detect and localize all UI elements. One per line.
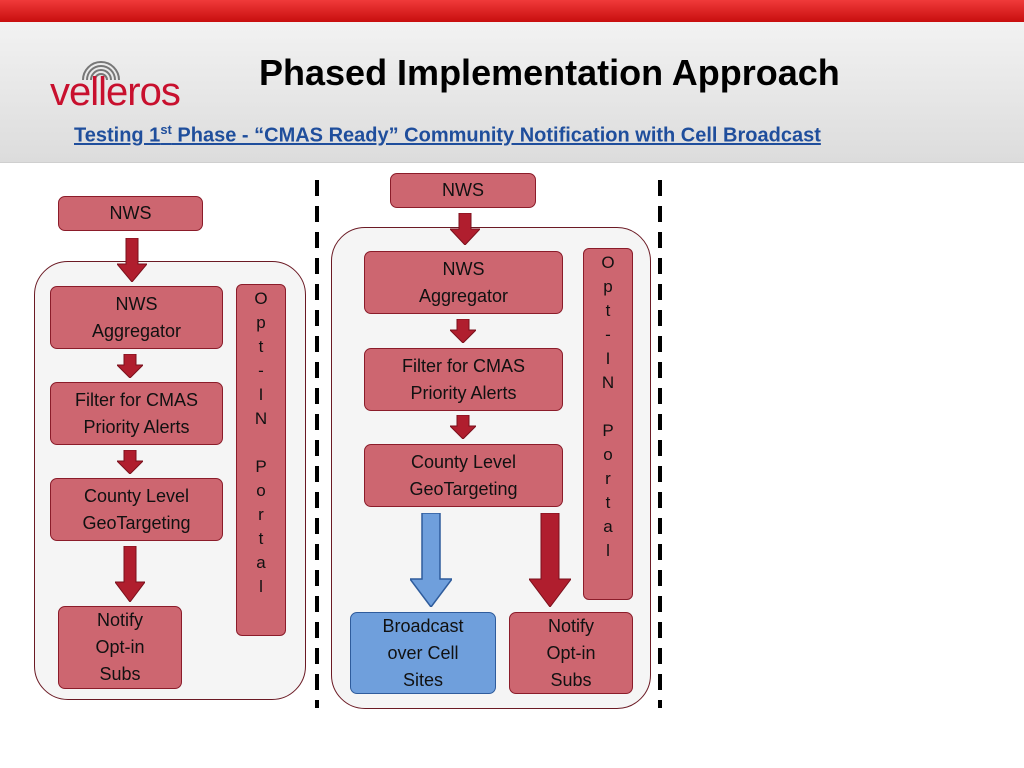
- right-filter-box: Filter for CMAS Priority Alerts: [364, 348, 563, 411]
- portal-letter: N: [601, 373, 615, 392]
- portal-letter: P: [602, 421, 614, 440]
- portal-letter: t: [605, 493, 611, 512]
- portal-letter: I: [258, 385, 264, 404]
- left-arrow-filter-to-geotarget: [117, 450, 143, 474]
- top-red-bar: [0, 0, 1024, 22]
- portal-letter: o: [603, 445, 613, 464]
- portal-letter: r: [605, 469, 611, 488]
- right-arrow-nws-to-aggregator: [450, 213, 480, 245]
- portal-letter: P: [255, 457, 267, 476]
- right-arrow-aggregator-to-filter: [450, 319, 476, 343]
- subtitle-prefix: Testing 1: [74, 124, 161, 147]
- right-aggregator-box: NWS Aggregator: [364, 251, 563, 314]
- portal-letter: l: [259, 577, 263, 596]
- left-arrow-nws-to-aggregator: [117, 238, 147, 282]
- portal-letter: I: [605, 349, 611, 368]
- left-arrow-aggregator-to-filter: [117, 354, 143, 378]
- portal-letter: o: [256, 481, 266, 500]
- portal-letter: O: [601, 253, 615, 272]
- right-nws-box: NWS: [390, 173, 536, 208]
- right-geotarget-box: County Level GeoTargeting: [364, 444, 563, 507]
- portal-letter: p: [603, 277, 613, 296]
- portal-letter: O: [254, 289, 268, 308]
- subtitle-suffix: Phase - “CMAS Ready” Community Notificat…: [171, 124, 821, 147]
- portal-letter: l: [606, 541, 610, 560]
- portal-letter: a: [603, 517, 613, 536]
- right-notify-box: Notify Opt-in Subs: [509, 612, 633, 694]
- portal-letter: -: [605, 325, 611, 344]
- right-arrow-geotarget-to-notify: [529, 513, 571, 607]
- portal-letter: p: [256, 313, 266, 332]
- right-arrow-filter-to-geotarget: [450, 415, 476, 439]
- left-opt-in-portal: O p t - I N P o r t a l: [236, 284, 286, 636]
- right-broadcast-box: Broadcast over Cell Sites: [350, 612, 496, 694]
- left-geotarget-box: County Level GeoTargeting: [50, 478, 223, 541]
- left-dashed-divider: [315, 180, 319, 708]
- right-dashed-divider: [658, 180, 662, 708]
- slide-subtitle: Testing 1st Phase - “CMAS Ready” Communi…: [74, 122, 821, 148]
- left-notify-box: Notify Opt-in Subs: [58, 606, 182, 689]
- portal-letter: a: [256, 553, 266, 572]
- portal-letter: t: [605, 301, 611, 320]
- subtitle-superscript: st: [160, 122, 172, 137]
- left-aggregator-box: NWS Aggregator: [50, 286, 223, 349]
- signal-rings-icon: [82, 61, 120, 81]
- left-arrow-geotarget-to-notify: [115, 546, 145, 602]
- right-arrow-geotarget-to-broadcast: [410, 513, 452, 607]
- portal-letter: N: [254, 409, 268, 428]
- logo-wordmark: velleros: [50, 70, 181, 114]
- slide-title: Phased Implementation Approach: [259, 52, 840, 93]
- velleros-logo: velleros: [50, 42, 215, 114]
- portal-letter: t: [258, 529, 264, 548]
- right-opt-in-portal: O p t - I N P o r t a l: [583, 248, 633, 600]
- left-filter-box: Filter for CMAS Priority Alerts: [50, 382, 223, 445]
- left-nws-box: NWS: [58, 196, 203, 231]
- portal-letter: r: [258, 505, 264, 524]
- slide-header: [0, 22, 1024, 163]
- portal-letter: -: [258, 361, 264, 380]
- portal-letter: t: [258, 337, 264, 356]
